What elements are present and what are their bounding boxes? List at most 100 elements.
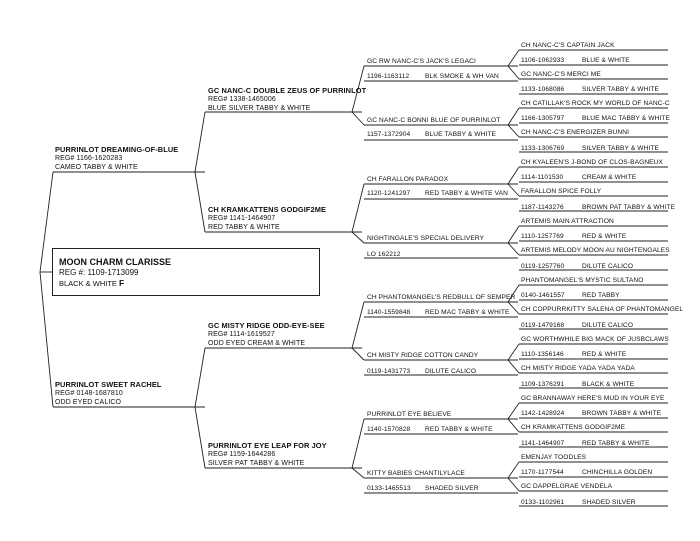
gggp-reg: 0133-1102961 <box>521 499 565 506</box>
connector-line <box>507 477 520 492</box>
connector-line <box>351 231 365 244</box>
gggp-name: CH KYALEEN'S J-BOND OF CLOS-BAGNEUX <box>521 159 664 166</box>
gggp-name: GC WORTHWHILE BIG MACK OF JUSBCLAWS <box>521 336 669 343</box>
sire-color: CAMEO TABBY & WHITE <box>55 164 138 171</box>
gggp-color: CHINCHILLA GOLDEN <box>582 469 653 476</box>
gggp-reg: 0119-1257760 <box>521 263 565 270</box>
gggp-reg: 1110-1356146 <box>521 351 564 358</box>
gggp-reg: 1109-1376291 <box>521 381 565 388</box>
gggp-color: SHADED SILVER <box>582 499 636 506</box>
connector-line <box>351 65 365 113</box>
gp-sd-reg: REG# 1141-1464907 <box>208 215 276 222</box>
gggp-color: CREAM & WHITE <box>582 174 637 181</box>
gggp-name: GC NANC-C'S MERCI ME <box>521 71 601 78</box>
gggp-name: GC BRANNAWAY HERE'S MUD IN YOUR EYE <box>521 395 665 402</box>
gp-ss-color: BLUE SILVER TABBY & WHITE <box>208 105 311 112</box>
connector-line <box>507 107 520 126</box>
ggp-reg: LO 162212 <box>367 251 401 258</box>
gggp-reg: 1170-1177544 <box>521 469 564 476</box>
gggp-color: RED & WHITE <box>582 351 627 358</box>
ggp-name: GC RW NANC-C'S JACK'S LEGACI <box>367 58 476 65</box>
gp-sd-name: CH KRAMKATTENS GODGIF2ME <box>208 205 327 214</box>
gp-sd-color: RED TABBY & WHITE <box>208 224 280 231</box>
gggp-reg: 1133-1068086 <box>521 86 565 93</box>
gggp-color: DILUTE CALICO <box>582 263 634 270</box>
gggp-color: BLUE & WHITE <box>582 57 630 64</box>
ggp-color: RED MAC TABBY & WHITE <box>425 309 510 316</box>
gggp-name: CH COPPURRKITTY SALENA OF PHANTOMANGEL <box>521 306 684 313</box>
gggp-name: ARTEMIS MELODY MOON AU NIGHTENGALES <box>521 247 670 254</box>
gggp-name: EMENJAY TOODLES <box>521 454 587 461</box>
subject-box: MOON CHARM CLARISSE REG #: 1109-1713099 … <box>52 248 320 296</box>
ggp-color: RED TABBY & WHITE VAN <box>425 190 508 197</box>
gggp-reg: 1114-1101530 <box>521 174 564 181</box>
gggp-reg: 1166-1305797 <box>521 115 565 122</box>
connector-line <box>507 418 520 433</box>
gp-ds-name: GC MISTY RIDGE ODD-EYE-SEE <box>208 321 325 330</box>
connector-line <box>194 111 206 173</box>
ggp-reg: 0133-1465513 <box>367 485 411 492</box>
gggp-color: SILVER TABBY & WHITE <box>582 145 659 152</box>
gggp-name: GC DAPPELGRAE VENDELA <box>521 483 613 490</box>
gggp-color: BLACK & WHITE <box>582 381 635 388</box>
ggp-color: BLK SMOKE & WH VAN <box>425 73 499 80</box>
gggp-reg: 1106-1062933 <box>521 57 565 64</box>
sire-reg: REG# 1166-1620283 <box>55 155 123 162</box>
ggp-reg: 0119-1431773 <box>367 368 411 375</box>
gggp-name: ARTEMIS MAIN ATTRACTION <box>521 218 614 225</box>
gggp-reg: 1110-1257769 <box>521 233 564 240</box>
gggp-reg: 1142-1428924 <box>521 410 565 417</box>
gggp-name: CH NANC-C'S CAPTAIN JACK <box>521 42 615 49</box>
sire-name: PURRINLOT DREAMING-OF-BLUE <box>55 145 179 154</box>
dam-reg: REG# 0148-1687810 <box>55 390 123 397</box>
gggp-color: DILUTE CALICO <box>582 322 634 329</box>
gggp-color: RED & WHITE <box>582 233 627 240</box>
connector-line <box>507 359 520 374</box>
ggp-color: SHADED SILVER <box>425 485 479 492</box>
connector-line <box>507 284 520 303</box>
connector-line <box>194 347 206 408</box>
connector-line <box>507 461 520 479</box>
gggp-name: FARALLON SPICE FOLLY <box>521 188 602 195</box>
ggp-name: NIGHTINGALE'S SPECIAL DELIVERY <box>367 235 485 242</box>
subject-sex: F <box>119 278 125 288</box>
gggp-reg: 0140-1461557 <box>521 292 565 299</box>
gggp-name: CH KRAMKATTENS GODGIF2ME <box>521 424 626 431</box>
gp-dd-color: SILVER PAT TABBY & WHITE <box>208 460 305 467</box>
connector-line <box>507 124 520 138</box>
ggp-name: CH FARALLON PARADOX <box>367 176 449 183</box>
ggp-name: KITTY BABIES CHANTILYLACE <box>367 470 465 477</box>
connector-line <box>507 242 520 256</box>
ggp-color: DILUTE CALICO <box>425 368 477 375</box>
subject-reg: REG #: 1109-1713099 <box>59 268 139 277</box>
gggp-color: RED TABBY & WHITE <box>582 440 650 447</box>
ggp-name: CH MISTY RIDGE COTTON CANDY <box>367 352 479 359</box>
connector-line <box>194 171 206 233</box>
connector-line <box>351 347 365 361</box>
gggp-color: RED TABBY <box>582 292 620 299</box>
gggp-color: BROWN TABBY & WHITE <box>582 410 662 417</box>
gp-ss-name: GC NANC-C DOUBLE ZEUS OF PURRINLOT <box>208 86 367 95</box>
gggp-name: PHANTOMANGEL'S MYSTIC SULTANO <box>521 277 644 284</box>
connector-line <box>507 65 520 80</box>
ggp-color: BLUE TABBY & WHITE <box>425 131 497 138</box>
connector-line <box>194 406 206 469</box>
ggp-name: CH PHANTOMANGEL'S REDBULL OF SEMPER FI <box>367 294 517 301</box>
connector-line <box>351 418 365 469</box>
gggp-name: CH NANC-C'S ENERGIZER BUNNI <box>521 129 630 136</box>
subject-name: MOON CHARM CLARISSE <box>59 257 171 267</box>
gggp-color: BLUE MAC TABBY & WHITE <box>582 115 670 122</box>
gp-ds-reg: REG# 1114-1619527 <box>208 331 275 338</box>
connector-line <box>507 166 520 185</box>
subject-color: BLACK & WHITE F <box>59 278 125 288</box>
gggp-name: CH CATILLAK'S ROCK MY WORLD OF NANC-C <box>521 100 670 107</box>
connector-line <box>351 467 365 479</box>
gggp-reg: 0119-1479168 <box>521 322 565 329</box>
connector-line <box>507 49 520 67</box>
gp-dd-name: PURRINLOT EYE LEAP FOR JOY <box>208 441 327 450</box>
gggp-name: CH MISTY RIDGE YADA YADA YADA <box>521 365 635 372</box>
ggp-reg: 1140-1570828 <box>367 426 411 433</box>
gp-dd-reg: REG# 1159-1644286 <box>208 451 276 458</box>
gggp-color: BROWN PAT TABBY & WHITE <box>582 204 676 211</box>
